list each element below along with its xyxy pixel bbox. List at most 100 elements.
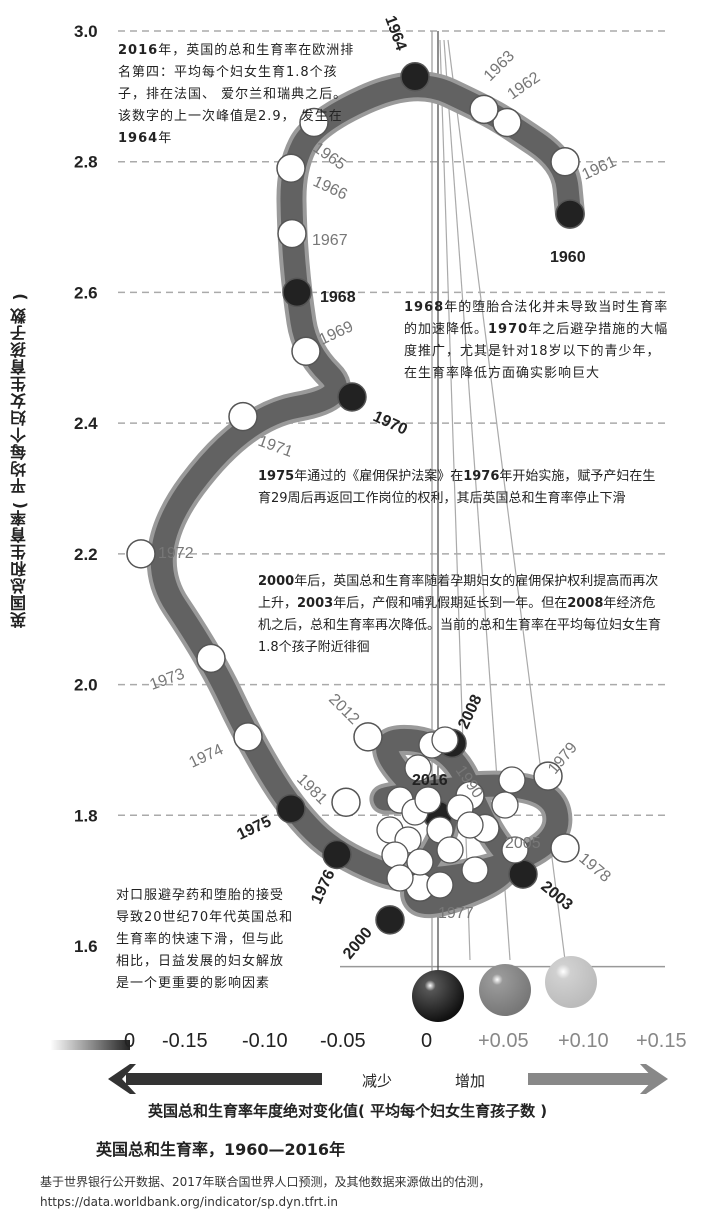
year-marker-2012 (353, 722, 383, 752)
year-marker-1964 (400, 62, 430, 92)
cluster-marker (404, 754, 432, 782)
decrease-arrow (108, 1064, 322, 1094)
year-label-2016: 2016 (412, 772, 448, 789)
year-label-1978: 1978 (575, 850, 613, 886)
year-markers (126, 62, 585, 935)
year-marker-1979 (533, 761, 563, 791)
scale-tick: +0.15 (636, 1030, 687, 1052)
scale-tick: -0.15 (162, 1030, 208, 1052)
year-label-2000: 2000 (340, 924, 376, 962)
year-label-1969: 1969 (317, 318, 357, 348)
note-2000: 2000年后，英国总和生育率随着孕期妇女的雇佣保护权利提高而再次上升，2003年… (258, 574, 662, 655)
cluster-marker (501, 836, 529, 864)
chart-title: 英国总和生育率，1960—2016年 (96, 1140, 346, 1159)
legend-sphere-0 (412, 970, 464, 1022)
legend-sphere-+0.10 (545, 956, 597, 1008)
year-label-2003: 2003 (537, 878, 575, 914)
year-marker-1975 (276, 794, 306, 824)
year-label-1973: 1973 (148, 666, 187, 694)
y-tick-label: 2.6 (74, 283, 98, 302)
scale-tick: 0 (421, 1030, 433, 1052)
year-marker-1968 (282, 277, 312, 308)
year-marker-1967 (277, 218, 307, 249)
year-marker-1966 (276, 153, 306, 183)
source-note: 基于世界银行公开数据、2017年联合国世界人口预测，及其他数据来源做出的估测， … (40, 1172, 491, 1212)
year-label-1961: 1961 (580, 153, 620, 183)
legend-gradient-bar (50, 1040, 130, 1050)
scale-tick: 0 (124, 1030, 136, 1052)
year-marker-1973 (196, 643, 226, 674)
y-tick-label: 2.4 (74, 414, 98, 433)
y-tick-label: 1.8 (74, 806, 98, 825)
increase-arrow (528, 1064, 668, 1094)
year-label-1972: 1972 (158, 545, 194, 562)
year-marker-1981 (331, 787, 361, 817)
direction-arrows (108, 1064, 668, 1094)
year-label-2008: 2008 (455, 692, 485, 732)
year-marker-1965 (299, 107, 329, 138)
year-marker-1963 (469, 94, 499, 125)
decrease-label: 减少 (362, 1072, 393, 1090)
year-marker-2000 (375, 905, 405, 935)
year-label-1963: 1963 (481, 48, 518, 85)
year-marker-1961 (550, 146, 580, 177)
year-label-1974: 1974 (187, 741, 227, 771)
cluster-marker (426, 871, 454, 899)
cluster-marker (456, 811, 484, 839)
y-tick-label: 1.6 (74, 937, 98, 956)
note-2016: 2016年，英国的总和生育率在欧洲排名第四：平均每个妇女生育1.8个孩子，排在法… (118, 43, 355, 146)
year-label-1977: 1977 (438, 905, 474, 922)
cluster-marker (491, 791, 519, 819)
note-1975: 1975年通过的《雇佣保护法案》在1976年开始实施，赋予产妇在生育29周后再返… (258, 469, 656, 506)
cluster-marker (381, 841, 409, 869)
y-tick-label: 2.8 (74, 153, 98, 172)
year-marker-1974 (233, 722, 263, 752)
y-tick-label: 2.0 (74, 676, 98, 695)
cluster-marker (461, 856, 489, 884)
scale-tick: +0.05 (478, 1030, 529, 1052)
scale-tick: -0.10 (242, 1030, 288, 1052)
y-tick-labels: 3.0 2.8 2.6 2.4 2.2 2.0 1.8 1.6 (74, 22, 98, 956)
year-label-1968: 1968 (320, 289, 356, 306)
chart-canvas: 3.02.82.62.42.22.01.81.6 196019611962196… (74, 14, 665, 1022)
year-marker-1960 (555, 199, 585, 229)
year-marker-2003 (508, 859, 538, 889)
year-label-1975: 1975 (235, 813, 275, 843)
year-marker-1962 (492, 107, 522, 138)
cluster-marker (498, 766, 526, 794)
year-marker-1976 (322, 839, 352, 870)
year-label-1970: 1970 (370, 408, 410, 438)
cluster-marker (436, 836, 464, 864)
cluster-marker (431, 726, 459, 754)
year-marker-1969 (291, 336, 321, 366)
year-label-1971: 1971 (256, 433, 295, 461)
y-tick-label: 3.0 (74, 22, 98, 41)
year-label-2012: 2012 (325, 691, 362, 728)
scale-tick: +0.10 (558, 1030, 609, 1052)
cluster-marker (386, 864, 414, 892)
year-label-2005: 2005 (505, 835, 541, 852)
year-label-1979: 1979 (545, 739, 581, 777)
year-label-1962: 1962 (505, 69, 544, 103)
x-axis-title: 英国总和生育率年度绝对变化值( 平均每个妇女生育孩子数 ) (148, 1102, 548, 1120)
legend-scale: 0 -0.15 -0.10 -0.05 0 +0.05 +0.10 +0.15 (0, 1030, 720, 1060)
y-axis-label: 英国总和生育率( 平均每个妇女生育孩子数 ) (10, 292, 29, 628)
year-label-1966: 1966 (310, 173, 350, 203)
year-label-1967: 1967 (312, 232, 348, 249)
year-marker-1970 (337, 382, 367, 412)
legend-spheres (412, 956, 597, 1022)
cluster-marker (406, 848, 434, 876)
year-label-1964: 1964 (381, 14, 409, 53)
source-line-1: 基于世界银行公开数据、2017年联合国世界人口预测，及其他数据来源做出的估测， (40, 1175, 491, 1189)
source-url: https://data.worldbank.org/indicator/sp.… (40, 1195, 338, 1209)
legend-sphere-+0.05 (479, 964, 531, 1016)
note-1968: 1968年的堕胎合法化并未导致当时生育率的加速降低。1970年之后避孕措施的大幅… (404, 300, 669, 381)
note-pill: 对口服避孕药和堕胎的接受导致20世纪70年代英国总和生育率的快速下滑，但与此相比… (116, 888, 294, 991)
year-marker-1972 (126, 539, 156, 569)
increase-label: 增加 (455, 1072, 486, 1090)
year-marker-1971 (228, 401, 258, 432)
year-marker-1978 (550, 833, 580, 863)
year-label-1976: 1976 (308, 867, 338, 907)
y-tick-label: 2.2 (74, 545, 98, 564)
cluster-marker (414, 786, 442, 814)
